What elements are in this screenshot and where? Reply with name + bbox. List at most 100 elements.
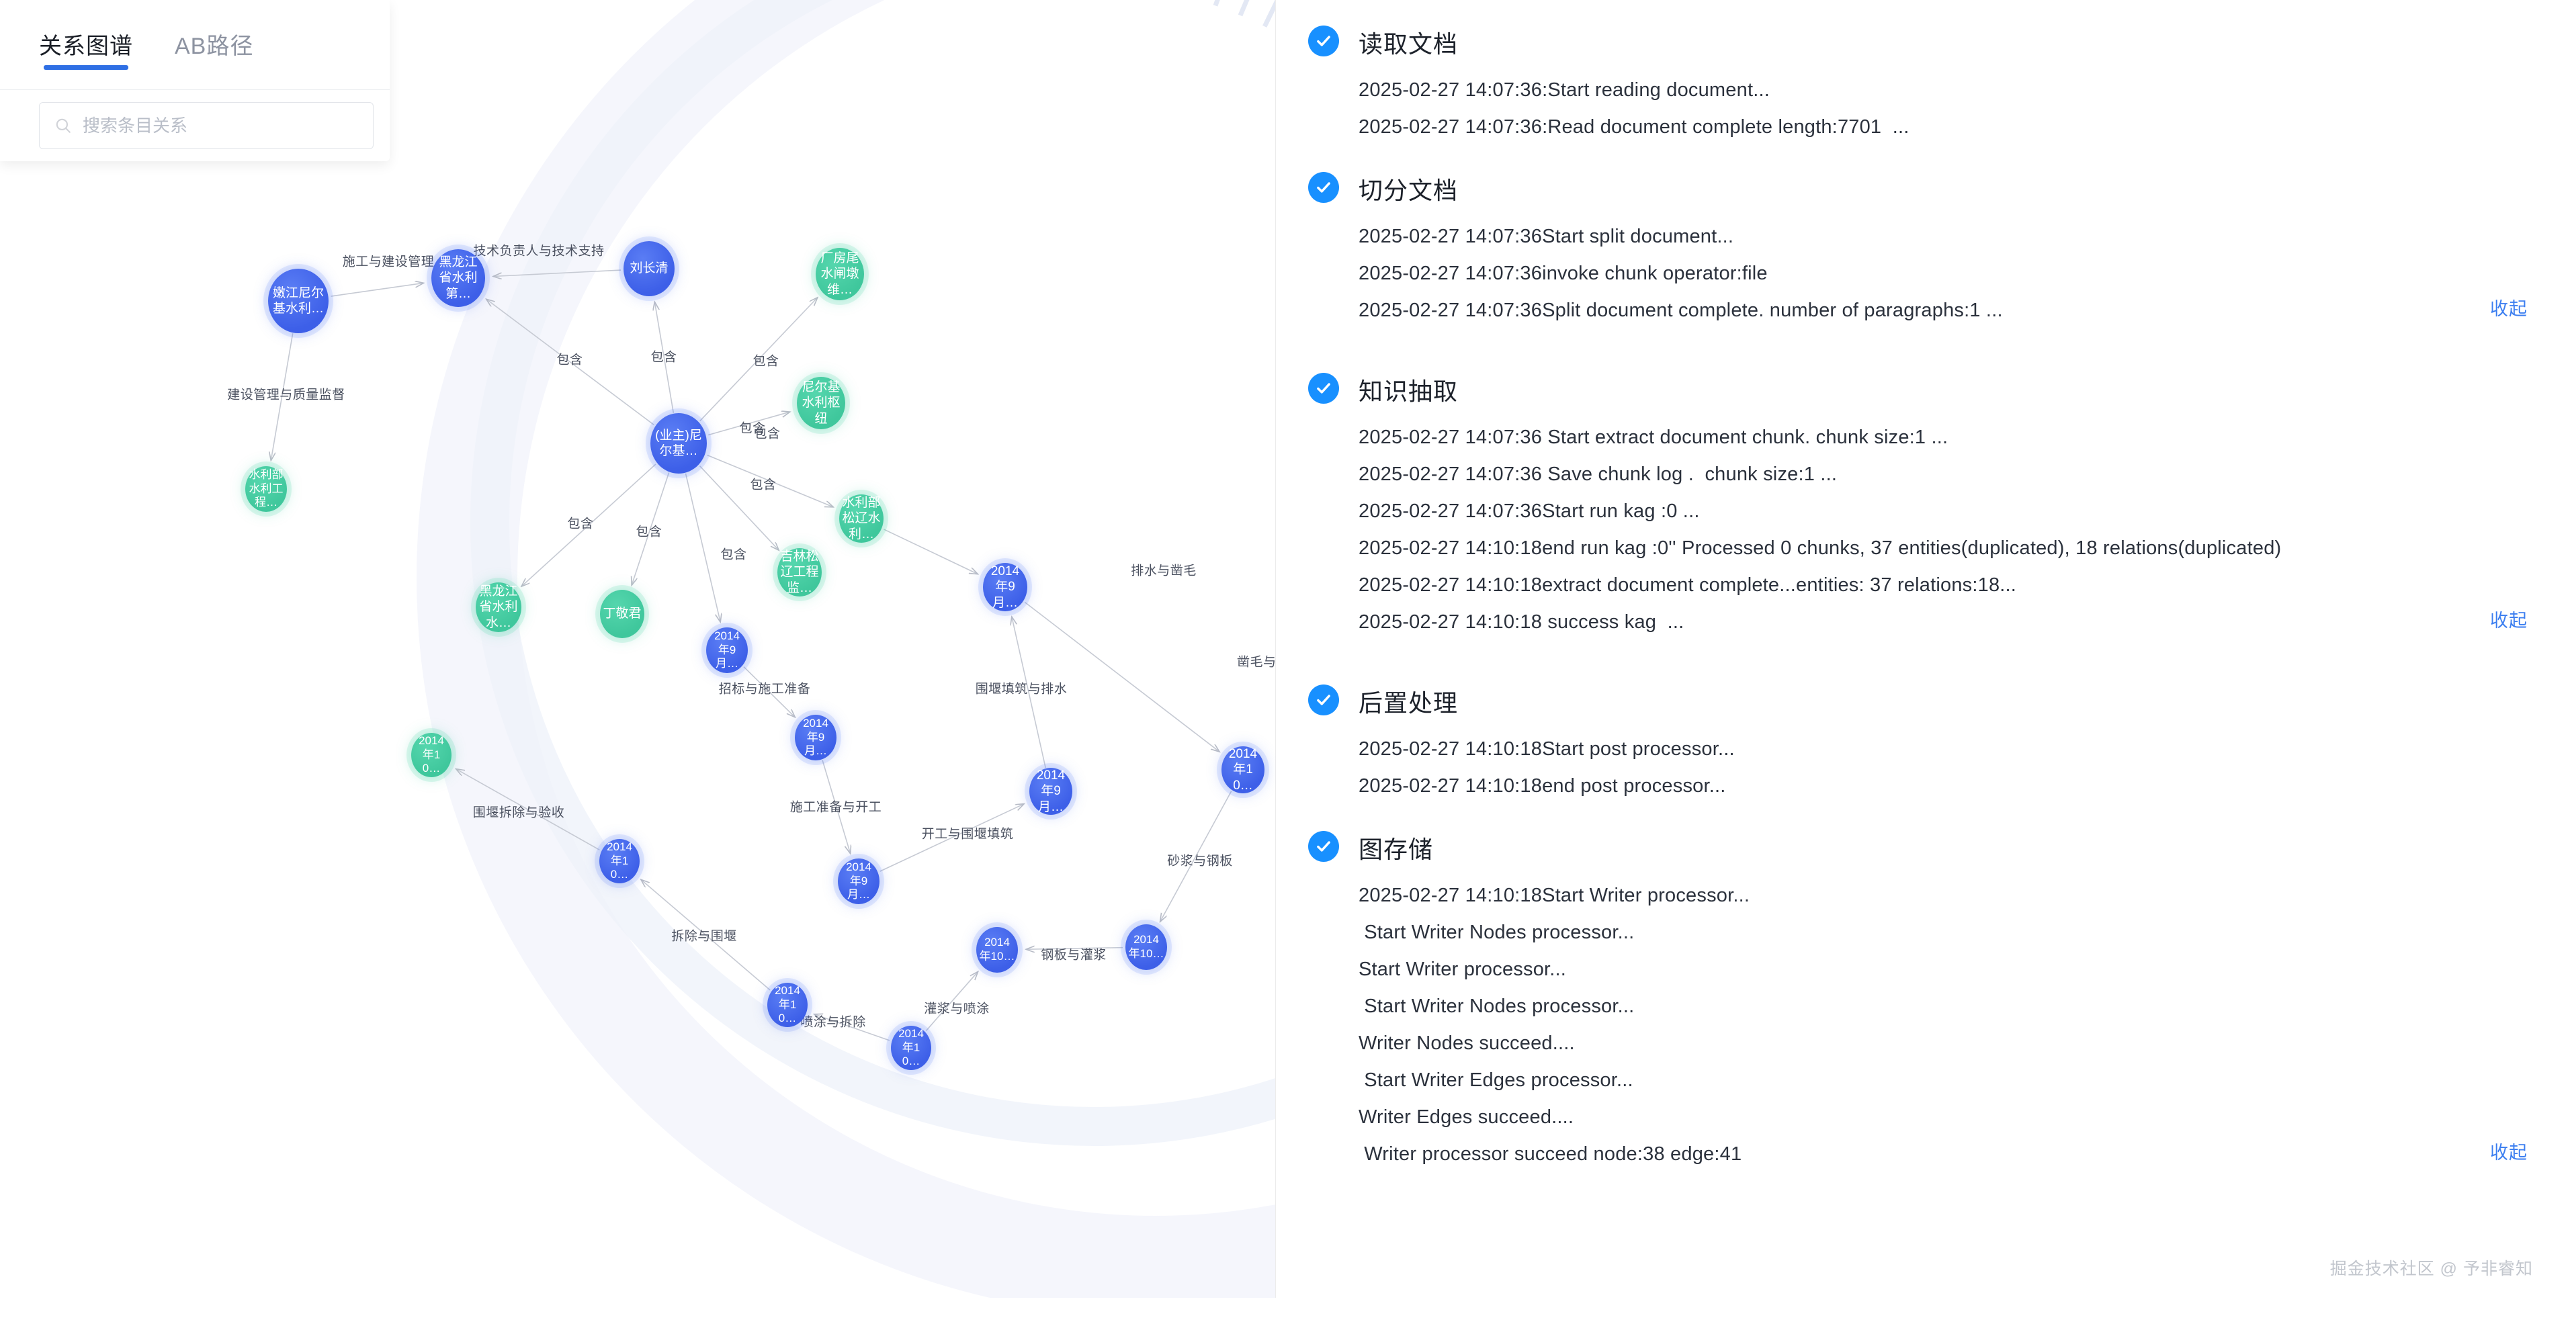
graph-edge <box>814 1014 890 1041</box>
graph-node[interactable]: 丁敬君 <box>600 590 644 638</box>
log-section-body: 2025-02-27 14:10:18Start post processor.… <box>1359 740 2576 796</box>
graph-edge <box>1012 617 1046 768</box>
graph-edge-label: 包含 <box>750 478 777 492</box>
graph-edge <box>654 302 675 413</box>
graph-edge <box>879 804 1024 872</box>
graph-edge <box>641 879 771 991</box>
graph-edge-layer <box>0 269 1232 1041</box>
graph-node[interactable]: 2014年10… <box>891 1026 931 1070</box>
graph-edge-label: 喷涂与拆除 <box>800 1015 866 1030</box>
graph-edge-label: 包含 <box>636 525 662 539</box>
graph-node[interactable]: 2014年9月… <box>983 563 1027 611</box>
graph-edge-label: 建设管理与质量监督 <box>227 388 345 402</box>
section-gap <box>1277 1182 2576 1223</box>
section-gap <box>1277 338 2576 380</box>
graph-edge-label: 招标与施工准备 <box>718 682 811 697</box>
graph-edge-label: 包含 <box>650 350 677 365</box>
graph-edge-label: 砂浆与钢板 <box>1167 854 1233 869</box>
graph-edge-label: 围堰拆除与验收 <box>472 805 565 820</box>
tab-relation-graph[interactable]: 关系图谱 <box>39 35 133 70</box>
graph-node[interactable]: 吉林松辽工程监… <box>777 548 822 597</box>
log-section-title: 知识抽取 <box>1308 373 2576 404</box>
graph-edge-label: 包含 <box>754 427 781 441</box>
graph-edge-label: 凿毛与… <box>1236 655 1276 670</box>
graph-edge <box>493 269 621 276</box>
log-line: Start Writer Nodes processor... <box>1359 922 1635 943</box>
graph-edge <box>699 298 818 422</box>
log-section-title: 切分文档 <box>1308 172 2576 203</box>
graph-edge <box>331 283 424 297</box>
log-section-knowledge-extraction: 知识抽取 2025-02-27 14:07:36 Start extract do… <box>1277 373 2576 632</box>
graph-node[interactable]: 2014年10… <box>1221 746 1264 793</box>
log-section-body: 2025-02-27 14:07:36 Start extract docume… <box>1359 428 2576 632</box>
graph-node[interactable]: 刘长清 <box>624 241 675 296</box>
graph-edge <box>1026 948 1123 950</box>
collapse-link[interactable]: 收起 <box>2490 299 2528 319</box>
graph-edge <box>925 971 978 1031</box>
tab-strip: 关系图谱 AB路径 <box>39 35 253 70</box>
graph-edge-label: 包含 <box>556 353 583 367</box>
graph-node[interactable]: 2014年9月… <box>795 715 836 760</box>
log-section-body: 2025-02-27 14:10:18Start Writer processo… <box>1359 886 2576 1164</box>
graph-toolbar-card: 关系图谱 AB路径 <box>0 0 390 161</box>
graph-node[interactable]: 黑龙江省水利水… <box>476 582 521 632</box>
graph-edge <box>1160 791 1232 922</box>
collapse-link[interactable]: 收起 <box>2490 611 2528 631</box>
graph-node[interactable]: (业主)尼尔基… <box>650 413 707 474</box>
graph-node[interactable]: 2014年10… <box>411 733 452 777</box>
graph-node[interactable]: 厂房尾水闸墩维… <box>816 248 864 300</box>
log-section-title: 图存储 <box>1308 831 2576 862</box>
graph-edge-label: 灌浆与喷涂 <box>924 1002 990 1016</box>
graph-edge <box>708 412 790 436</box>
log-line: 2025-02-27 14:07:36invoke chunk operator… <box>1359 263 1768 284</box>
graph-node[interactable]: 2014年10… <box>767 983 808 1027</box>
tab-ab-path[interactable]: AB路径 <box>175 34 254 59</box>
graph-node[interactable]: 2014年10… <box>599 839 640 883</box>
log-line: 2025-02-27 14:07:36 Save chunk log . chu… <box>1359 464 1838 485</box>
graph-edge-label: 包含 <box>567 517 594 531</box>
graph-edge <box>707 454 834 507</box>
log-line: 2025-02-27 14:07:36Split document comple… <box>1359 300 2003 321</box>
search-box[interactable] <box>39 102 374 149</box>
check-circle-icon <box>1308 373 1339 404</box>
graph-node[interactable]: 2014年9月… <box>706 627 748 673</box>
graph-node[interactable]: 2014年9月… <box>1029 768 1072 815</box>
graph-node[interactable]: 2014年10… <box>1125 924 1167 970</box>
graph-edge <box>685 473 720 622</box>
graph-node[interactable]: 嫩江尼尔基水利… <box>268 269 329 333</box>
graph-edge-label: 拆除与围堰 <box>671 929 737 944</box>
graph-edge-label: 技术负责人与技术支持 <box>473 244 605 259</box>
graph-node[interactable]: 水利部水利工程… <box>245 466 287 512</box>
check-circle-icon <box>1308 685 1339 715</box>
log-section-title: 后置处理 <box>1308 685 2576 715</box>
log-section-body: 2025-02-27 14:07:36:Start reading docume… <box>1359 81 2576 137</box>
check-circle-icon <box>1308 26 1339 56</box>
watermark: 掘金技术社区 @ 予非睿知 <box>2329 1260 2533 1278</box>
graph-edge-label: 排水与凿毛 <box>1131 564 1197 578</box>
log-line: 2025-02-27 14:10:18end run kag :0'' Proc… <box>1359 537 2282 559</box>
check-circle-icon <box>1308 831 1339 862</box>
log-line: Start Writer processor... <box>1359 959 1567 980</box>
log-line: 2025-02-27 14:10:18Start post processor.… <box>1359 738 1735 760</box>
log-line: 2025-02-27 14:10:18Start Writer processo… <box>1359 885 1750 906</box>
graph-node[interactable]: 水利部松辽水利… <box>839 494 884 543</box>
graph-edge <box>822 760 851 854</box>
graph-node[interactable]: 尼尔基水利枢纽 <box>797 377 845 429</box>
graph-node[interactable]: 2014年10… <box>976 927 1018 973</box>
log-line: 2025-02-27 14:07:36Start run kag :0 ... <box>1359 500 1700 522</box>
section-gap <box>1277 796 2576 838</box>
search-input[interactable] <box>81 114 339 137</box>
graph-edge-label: 施工与建设管理 <box>342 255 435 269</box>
log-line: Writer Edges succeed.... <box>1359 1106 1574 1128</box>
log-line: 2025-02-27 14:10:18extract document comp… <box>1359 574 2017 596</box>
collapse-link[interactable]: 收起 <box>2490 1143 2528 1163</box>
graph-edge-label: 开工与围堰填筑 <box>921 827 1014 842</box>
log-line: 2025-02-27 14:07:36:Start reading docume… <box>1359 79 1770 101</box>
check-circle-icon <box>1308 172 1339 203</box>
graph-node[interactable]: 2014年9月… <box>838 858 879 904</box>
graph-edge <box>521 464 656 586</box>
graph-node[interactable]: 黑龙江省水利第… <box>431 249 485 307</box>
